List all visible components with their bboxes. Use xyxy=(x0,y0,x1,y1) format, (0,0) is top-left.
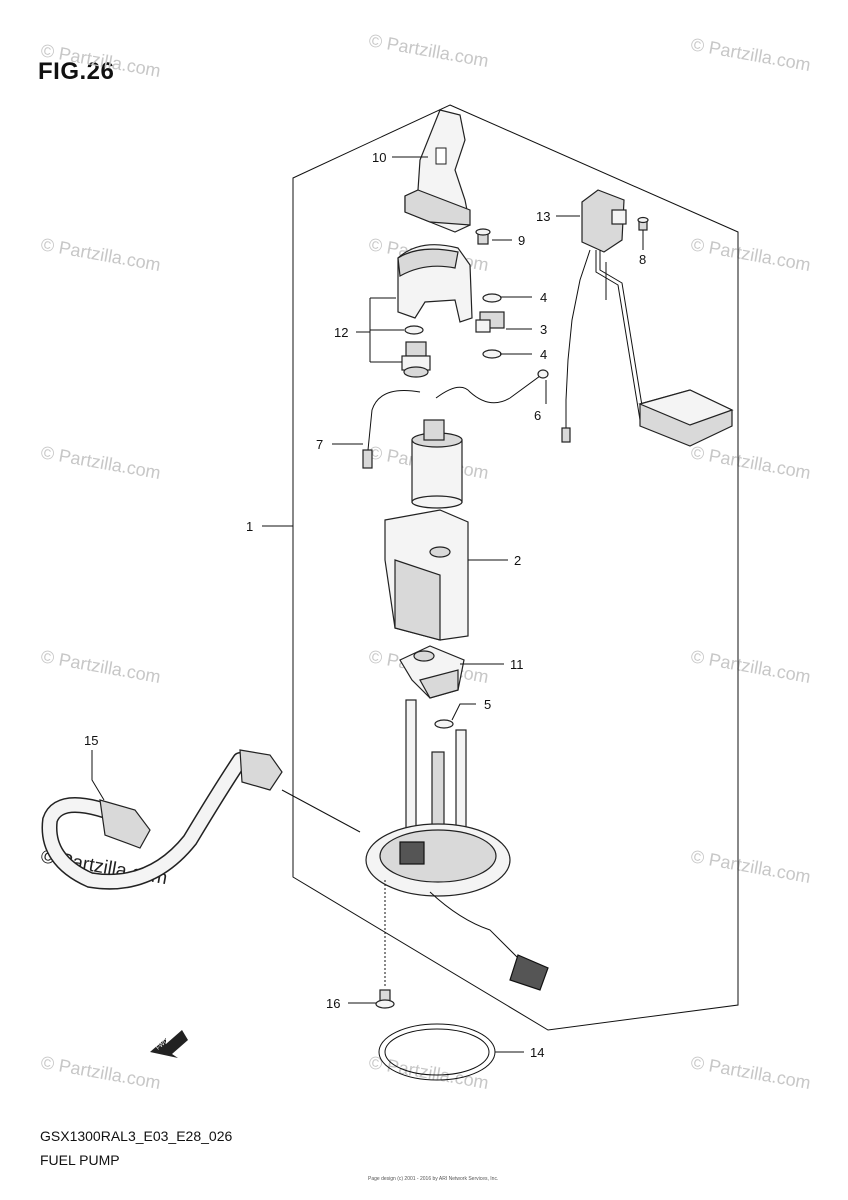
fuel-filter-part xyxy=(399,645,465,699)
callout-labels: 10 9 13 8 4 3 4 12 6 7 1 2 11 5 15 16 14 xyxy=(84,150,646,1060)
small-bolt-part xyxy=(637,216,649,231)
o-ring-lower xyxy=(482,349,502,359)
pump-wire-negative xyxy=(367,390,421,451)
filter-o-ring xyxy=(434,719,454,729)
fuel-level-sensor-part xyxy=(581,189,734,447)
pump-case-part xyxy=(384,509,469,641)
callout-5: 5 xyxy=(484,697,491,712)
pump-wire-positive xyxy=(435,375,541,404)
watermark-text: © Partzilla.com xyxy=(689,234,812,275)
callout-leaders xyxy=(91,156,644,1053)
callout-4-upper: 4 xyxy=(540,290,547,305)
flange-bolt-part xyxy=(375,989,395,1009)
callout-16: 16 xyxy=(326,996,340,1011)
wire-terminal xyxy=(362,449,373,469)
bolt-part xyxy=(475,228,491,245)
bracket-part xyxy=(404,109,471,233)
callout-8: 8 xyxy=(639,252,646,267)
callout-6: 6 xyxy=(534,408,541,423)
watermark-text: © Partzilla.com xyxy=(367,1052,490,1093)
callout-12: 12 xyxy=(334,325,348,340)
watermark-text: © Partzilla.com xyxy=(689,442,812,483)
watermark-text: © Partzilla.com xyxy=(39,1052,162,1093)
footer-note: Page design (c) 2001 - 2016 by ARI Netwo… xyxy=(368,1176,499,1182)
watermark-text: © Partzilla.com xyxy=(689,646,812,687)
callout-1: 1 xyxy=(246,519,253,534)
regulator-housing-part xyxy=(397,244,473,323)
o-ring-upper xyxy=(482,293,502,303)
watermark-text: © Partzilla.com xyxy=(689,1052,812,1093)
hose-guide-line xyxy=(281,789,361,833)
watermark-text: © Partzilla.com xyxy=(689,846,812,887)
callout-3: 3 xyxy=(540,322,547,337)
sensor-wire xyxy=(565,249,591,430)
fuel-pump-motor xyxy=(411,419,463,509)
watermark-text: © Partzilla.com xyxy=(689,34,812,75)
callout-9: 9 xyxy=(518,233,525,248)
figure-title: FIG.26 xyxy=(38,58,115,85)
regulator-o-ring xyxy=(404,325,424,335)
fuel-hose-part xyxy=(41,749,283,890)
fwd-arrow-icon: FWD xyxy=(150,1030,188,1058)
watermark-text: © Partzilla.com xyxy=(39,442,162,483)
connector-part xyxy=(475,311,505,333)
watermark-text: © Partzilla.com xyxy=(39,646,162,687)
watermark-text: © Partzilla.com xyxy=(39,234,162,275)
callout-15: 15 xyxy=(84,733,98,748)
assembly-outline xyxy=(292,104,739,1031)
callout-10: 10 xyxy=(372,150,386,165)
sensor-wire-terminal xyxy=(561,427,571,443)
model-code: GSX1300RAL3_E03_E28_026 xyxy=(40,1128,233,1144)
callout-11: 11 xyxy=(510,657,524,672)
callout-4-lower: 4 xyxy=(540,347,547,362)
ring-terminal xyxy=(537,369,549,379)
pump-flange xyxy=(365,823,549,991)
callout-13: 13 xyxy=(536,209,550,224)
callout-7: 7 xyxy=(316,437,323,452)
regulator-valve-part xyxy=(401,341,431,378)
callout-2: 2 xyxy=(514,553,521,568)
callout-14: 14 xyxy=(530,1045,544,1060)
section-name: FUEL PUMP xyxy=(40,1152,120,1168)
watermark-text: © Partzilla.com xyxy=(39,40,162,81)
watermark-text: © Partzilla.com xyxy=(367,30,490,71)
